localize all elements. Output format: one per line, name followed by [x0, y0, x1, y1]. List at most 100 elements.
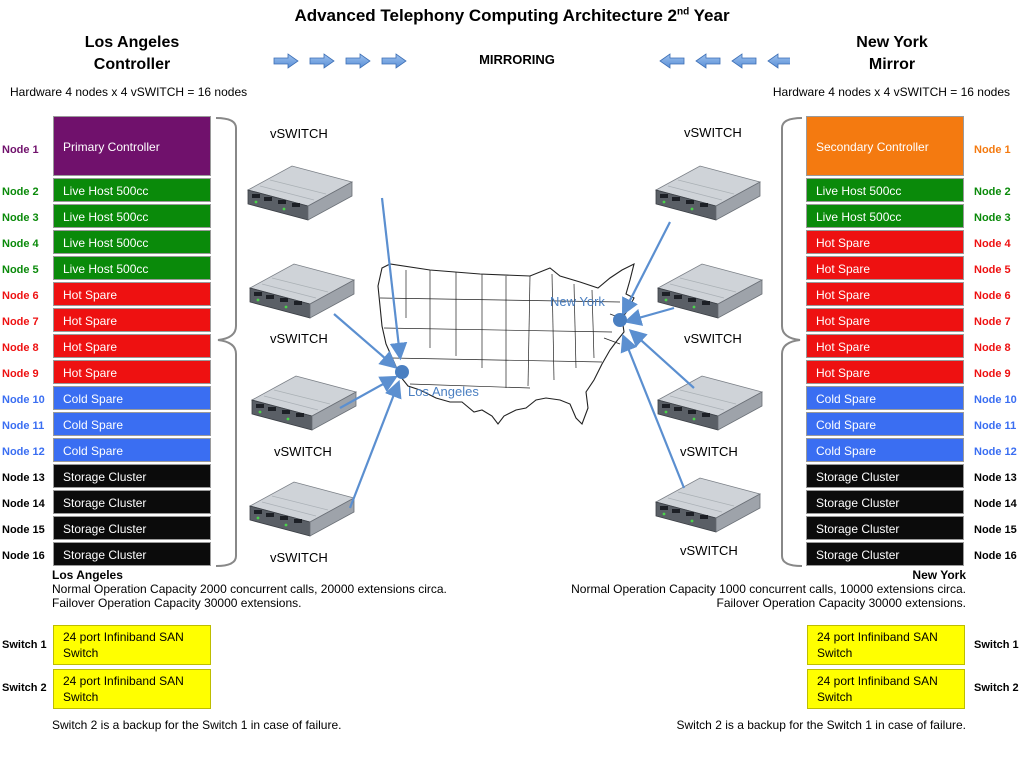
node-role-box: Hot Spare [806, 256, 964, 280]
node-role-box: Cold Spare [806, 438, 964, 462]
left-footnote: Switch 2 is a backup for the Switch 1 in… [52, 718, 342, 732]
node-role-box: Cold Spare [806, 386, 964, 410]
node-role-box: Live Host 500cc [53, 256, 211, 280]
node-row: Node 11 Cold Spare [806, 412, 1024, 438]
node-role-box: Cold Spare [806, 412, 964, 436]
node-label: Node 11 [2, 420, 45, 432]
node-row: Node 1 Secondary Controller [806, 116, 1024, 178]
node-role-box: Hot Spare [53, 308, 211, 332]
node-label: Node 7 [2, 316, 39, 328]
right-switch-1-label: Switch 1 [974, 639, 1019, 651]
node-role-box: Hot Spare [53, 334, 211, 358]
map-label-new-york: New York [550, 294, 605, 309]
node-label: Node 1 [974, 144, 1011, 156]
node-label: Node 16 [2, 550, 45, 562]
node-role-box: Secondary Controller [806, 116, 964, 176]
node-label: Node 6 [2, 290, 39, 302]
node-role-box: Storage Cluster [806, 464, 964, 488]
arrow-right-icon [345, 53, 371, 69]
node-role-box: Hot Spare [806, 360, 964, 384]
server-icon [657, 263, 763, 319]
left-switch-2-box: 24 port Infiniband SAN Switch [53, 669, 211, 709]
node-label: Node 3 [2, 212, 39, 224]
node-label: Node 8 [2, 342, 39, 354]
server-icon [251, 375, 357, 431]
node-row: Node 14 Storage Cluster [806, 490, 1024, 516]
node-label: Node 14 [2, 498, 45, 510]
node-label: Node 5 [974, 264, 1011, 276]
node-label: Node 13 [2, 472, 45, 484]
node-label: Node 11 [974, 420, 1017, 432]
node-row: Node 9 Hot Spare [2, 360, 214, 386]
right-footnote: Switch 2 is a backup for the Switch 1 in… [676, 718, 966, 732]
right-capacity: New York Normal Operation Capacity 1000 … [571, 568, 966, 610]
node-role-box: Storage Cluster [806, 542, 964, 566]
node-label: Node 6 [974, 290, 1011, 302]
node-role-box: Storage Cluster [53, 542, 211, 566]
node-role-box: Cold Spare [53, 412, 211, 436]
map-label-los-angeles: Los Angeles [408, 384, 479, 399]
arrow-right-icon [273, 53, 299, 69]
vswitch-label: vSWITCH [270, 331, 328, 346]
node-row: Node 16 Storage Cluster [2, 542, 214, 568]
us-map [377, 262, 635, 425]
node-label: Node 12 [974, 446, 1017, 458]
node-row: Node 10 Cold Spare [806, 386, 1024, 412]
server-icon [655, 477, 761, 533]
node-role-box: Hot Spare [53, 282, 211, 306]
arrow-left-icon [659, 53, 685, 69]
node-row: Node 8 Hot Spare [2, 334, 214, 360]
node-row: Node 1 Primary Controller [2, 116, 214, 178]
vswitch-label: vSWITCH [684, 125, 742, 140]
mirroring-arrows [273, 53, 790, 69]
server-icon [247, 165, 353, 221]
mirroring-label: MIRRORING [479, 52, 555, 67]
node-role-box: Live Host 500cc [806, 178, 964, 202]
arrow-left-icon [767, 53, 790, 69]
left-hardware-summary: Hardware 4 nodes x 4 vSWITCH = 16 nodes [10, 85, 248, 99]
vswitch-label: vSWITCH [270, 550, 328, 565]
node-label: Node 7 [974, 316, 1011, 328]
vswitch-label: vSWITCH [680, 444, 738, 459]
node-label: Node 9 [2, 368, 39, 380]
right-bracket [781, 117, 803, 567]
node-label: Node 5 [2, 264, 39, 276]
arrow-left-icon [731, 53, 757, 69]
node-role-box: Primary Controller [53, 116, 211, 176]
page-title: Advanced Telephony Computing Architectur… [294, 6, 730, 25]
node-label: Node 1 [2, 144, 39, 156]
node-row: Node 2 Live Host 500cc [806, 178, 1024, 204]
server-icon [657, 375, 763, 431]
node-label: Node 14 [974, 498, 1017, 510]
node-label: Node 2 [974, 186, 1011, 198]
left-capacity: Los Angeles Normal Operation Capacity 20… [52, 568, 447, 610]
node-role-box: Hot Spare [53, 360, 211, 384]
vswitch-label: vSWITCH [684, 331, 742, 346]
node-label: Node 10 [974, 394, 1017, 406]
node-label: Node 15 [2, 524, 45, 536]
node-label: Node 3 [974, 212, 1011, 224]
node-role-box: Hot Spare [806, 308, 964, 332]
node-label: Node 8 [974, 342, 1011, 354]
node-role-box: Storage Cluster [806, 490, 964, 514]
vswitch-label: vSWITCH [270, 126, 328, 141]
node-row: Node 11 Cold Spare [2, 412, 214, 438]
server-icon [249, 481, 355, 537]
server-icon [249, 263, 355, 319]
new-york-pin-icon [613, 313, 627, 327]
node-label: Node 4 [974, 238, 1011, 250]
left-switch-1-label: Switch 1 [2, 639, 47, 651]
